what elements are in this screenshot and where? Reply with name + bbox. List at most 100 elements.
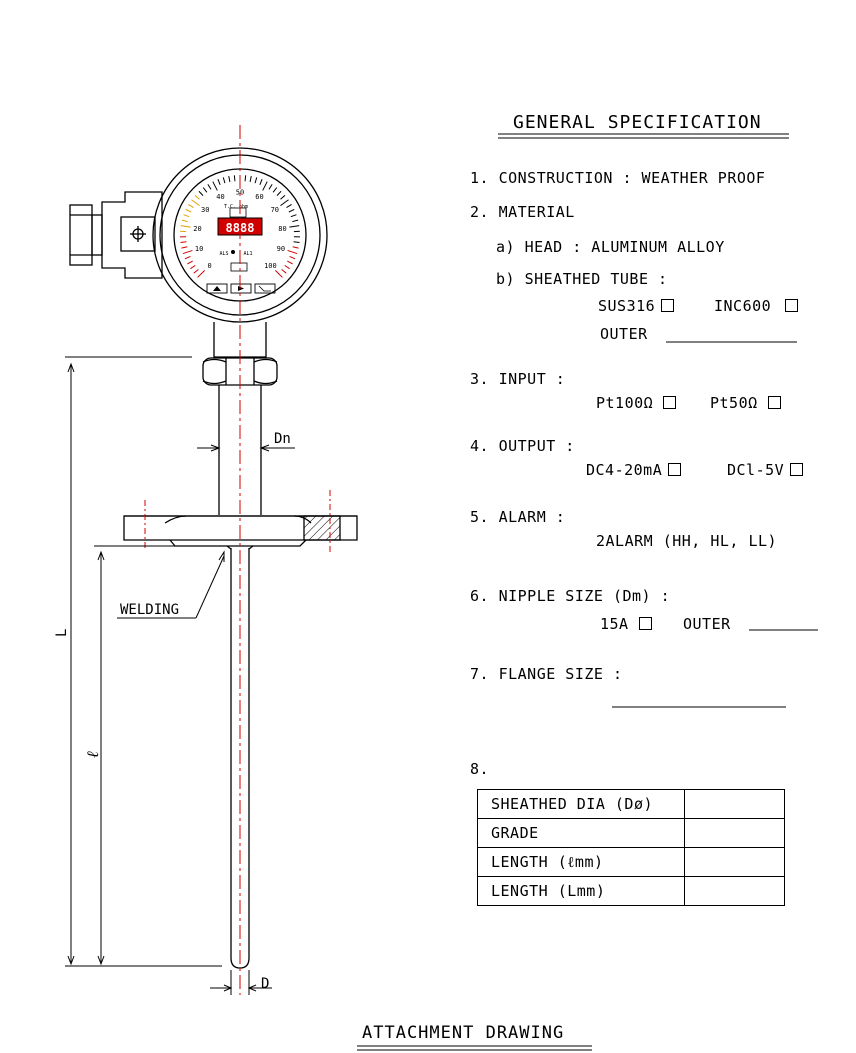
right-triangle-icon[interactable]	[230, 283, 252, 294]
inc600-label: INC600	[714, 297, 772, 315]
dc15-option: DCl-5V	[727, 461, 804, 479]
gauge-tick	[275, 270, 283, 278]
table-value[interactable]	[684, 789, 785, 819]
gauge-tick	[194, 194, 200, 200]
gauge-tick	[280, 199, 289, 207]
gauge-scale-label: 20	[193, 225, 201, 233]
gauge-tick	[254, 177, 258, 184]
gauge-tick	[292, 219, 299, 223]
gauge-tick	[290, 214, 297, 218]
spec-title: GENERAL SPECIFICATION	[513, 112, 762, 133]
gauge-tick	[187, 260, 193, 265]
gauge-tick	[228, 175, 231, 183]
gauge-tick	[272, 187, 278, 193]
outer-material-label: OUTER	[600, 325, 648, 343]
up-triangle-icon[interactable]	[206, 283, 228, 294]
gauge-tick	[180, 225, 191, 228]
welding-label: WELDING	[120, 602, 179, 618]
nipple-15a-checkbox[interactable]	[638, 617, 652, 630]
inc600-checkbox[interactable]	[785, 299, 799, 312]
gauge-tick	[184, 255, 191, 260]
nipple-pipe	[218, 385, 262, 515]
spec-item-input: 3. INPUT :	[470, 370, 566, 388]
gauge-tick	[193, 269, 199, 274]
spec-item-sheathed-tube: b) SHEATHED TUBE :	[496, 270, 668, 288]
spec-item-material: 2. MATERIAL	[470, 203, 575, 221]
dc15-label: DCl-5V	[727, 461, 785, 479]
gauge-tick	[185, 209, 192, 213]
table-row: GRADE	[477, 818, 785, 848]
gauge-tick	[262, 181, 268, 191]
gauge-tick	[249, 175, 252, 183]
gauge-scale-label: 30	[201, 206, 209, 214]
dc420-label: DC4-20mA	[586, 461, 663, 479]
gauge-tick	[207, 184, 212, 190]
gauge-tick	[268, 184, 273, 190]
table-row: LENGTH (ℓmm)	[477, 847, 785, 877]
nipple-15a-option: 15A	[600, 615, 652, 633]
table-value[interactable]	[684, 847, 785, 877]
gauge-tick	[276, 190, 282, 196]
gauge-tick	[280, 194, 286, 200]
dc15-checkbox[interactable]	[790, 463, 804, 476]
gauge-tick	[212, 181, 218, 191]
gauge-tick	[284, 264, 290, 270]
terminal-box	[101, 191, 163, 279]
sus316-checkbox[interactable]	[661, 299, 675, 312]
gauge-tick	[233, 175, 236, 182]
gauge-tick	[288, 209, 295, 213]
gauge-tick	[198, 190, 204, 196]
gauge-tick	[197, 270, 205, 278]
gauge-tick	[287, 260, 293, 265]
pt50-checkbox[interactable]	[767, 396, 781, 409]
spec-item-head: a) HEAD : ALUMINUM ALLOY	[496, 238, 725, 256]
spec-item-nipple: 6. NIPPLE SIZE (Dm) :	[470, 587, 671, 605]
dim-dn-label: Dn	[274, 431, 291, 447]
enter-icon[interactable]	[254, 283, 276, 294]
gauge-tick	[281, 269, 287, 274]
dim-l-insert-label: ℓ	[83, 751, 102, 758]
gauge-tick	[289, 255, 296, 260]
gauge-scale-label: 40	[216, 193, 224, 201]
gauge-scale-label: 0	[207, 262, 211, 270]
inc600-option: INC600	[714, 297, 799, 315]
gauge-tick	[289, 225, 300, 228]
gauge-scale-label: 50	[236, 189, 244, 197]
pt50-label: Pt50Ω	[710, 394, 758, 412]
sheath-spec-table: SHEATHED DIA (Dø) GRADE LENGTH (ℓmm) LEN…	[477, 789, 785, 906]
pt50-option: Pt50Ω	[710, 394, 781, 412]
pt100-checkbox[interactable]	[663, 396, 677, 409]
dc420-option: DC4-20mA	[586, 461, 682, 479]
spec-item-flange: 7. FLANGE SIZE :	[470, 665, 623, 683]
gauge-scale-ticks	[180, 175, 300, 278]
table-label: LENGTH (ℓmm)	[477, 847, 685, 877]
spec-item-alarm: 5. ALARM :	[470, 508, 566, 526]
gauge-tick	[293, 241, 300, 244]
dc420-checkbox[interactable]	[668, 463, 682, 476]
table-label: GRADE	[477, 818, 685, 848]
gauge-tick	[191, 199, 200, 207]
gauge-tick	[244, 175, 247, 182]
spec-item-output: 4. OUTPUT :	[470, 437, 575, 455]
sus316-label: SUS316	[598, 297, 656, 315]
table-row: SHEATHED DIA (Dø)	[477, 789, 785, 819]
status-led-icon	[231, 250, 235, 254]
gauge-tick	[188, 204, 194, 208]
table-value[interactable]	[684, 818, 785, 848]
nipple-15a-label: 15A	[600, 615, 629, 633]
cable-gland	[69, 204, 93, 266]
table-label: SHEATHED DIA (Dø)	[477, 789, 685, 819]
gauge-tick	[190, 264, 196, 270]
gauge-tick	[183, 214, 190, 218]
flange	[123, 515, 358, 547]
bolt-centerlines	[144, 490, 331, 552]
gauge-unit: T.C. ohm	[224, 204, 248, 210]
spec-item-construction: 1. CONSTRUCTION : WEATHER PROOF	[470, 169, 766, 187]
gauge-scale-label: 10	[195, 245, 203, 253]
table-value[interactable]	[684, 876, 785, 906]
sus316-option: SUS316	[598, 297, 675, 315]
head-outer-ring	[152, 147, 328, 323]
gauge-tick	[182, 249, 193, 255]
